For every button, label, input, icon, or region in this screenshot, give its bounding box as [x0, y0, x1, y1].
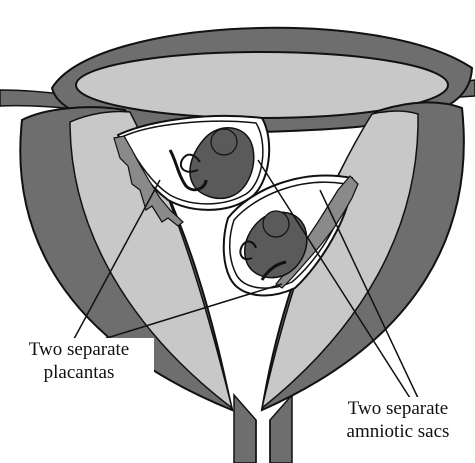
label-two-separate-placentas: Two separate placantas — [4, 338, 154, 384]
label-placentas-line1: Two separate — [4, 338, 154, 361]
label-placentas-line2: placantas — [4, 361, 154, 384]
label-sacs-line2: amniotic sacs — [318, 420, 475, 443]
label-sacs-line1: Two separate — [318, 397, 475, 420]
label-two-separate-amniotic-sacs: Two separate amniotic sacs — [318, 397, 475, 443]
